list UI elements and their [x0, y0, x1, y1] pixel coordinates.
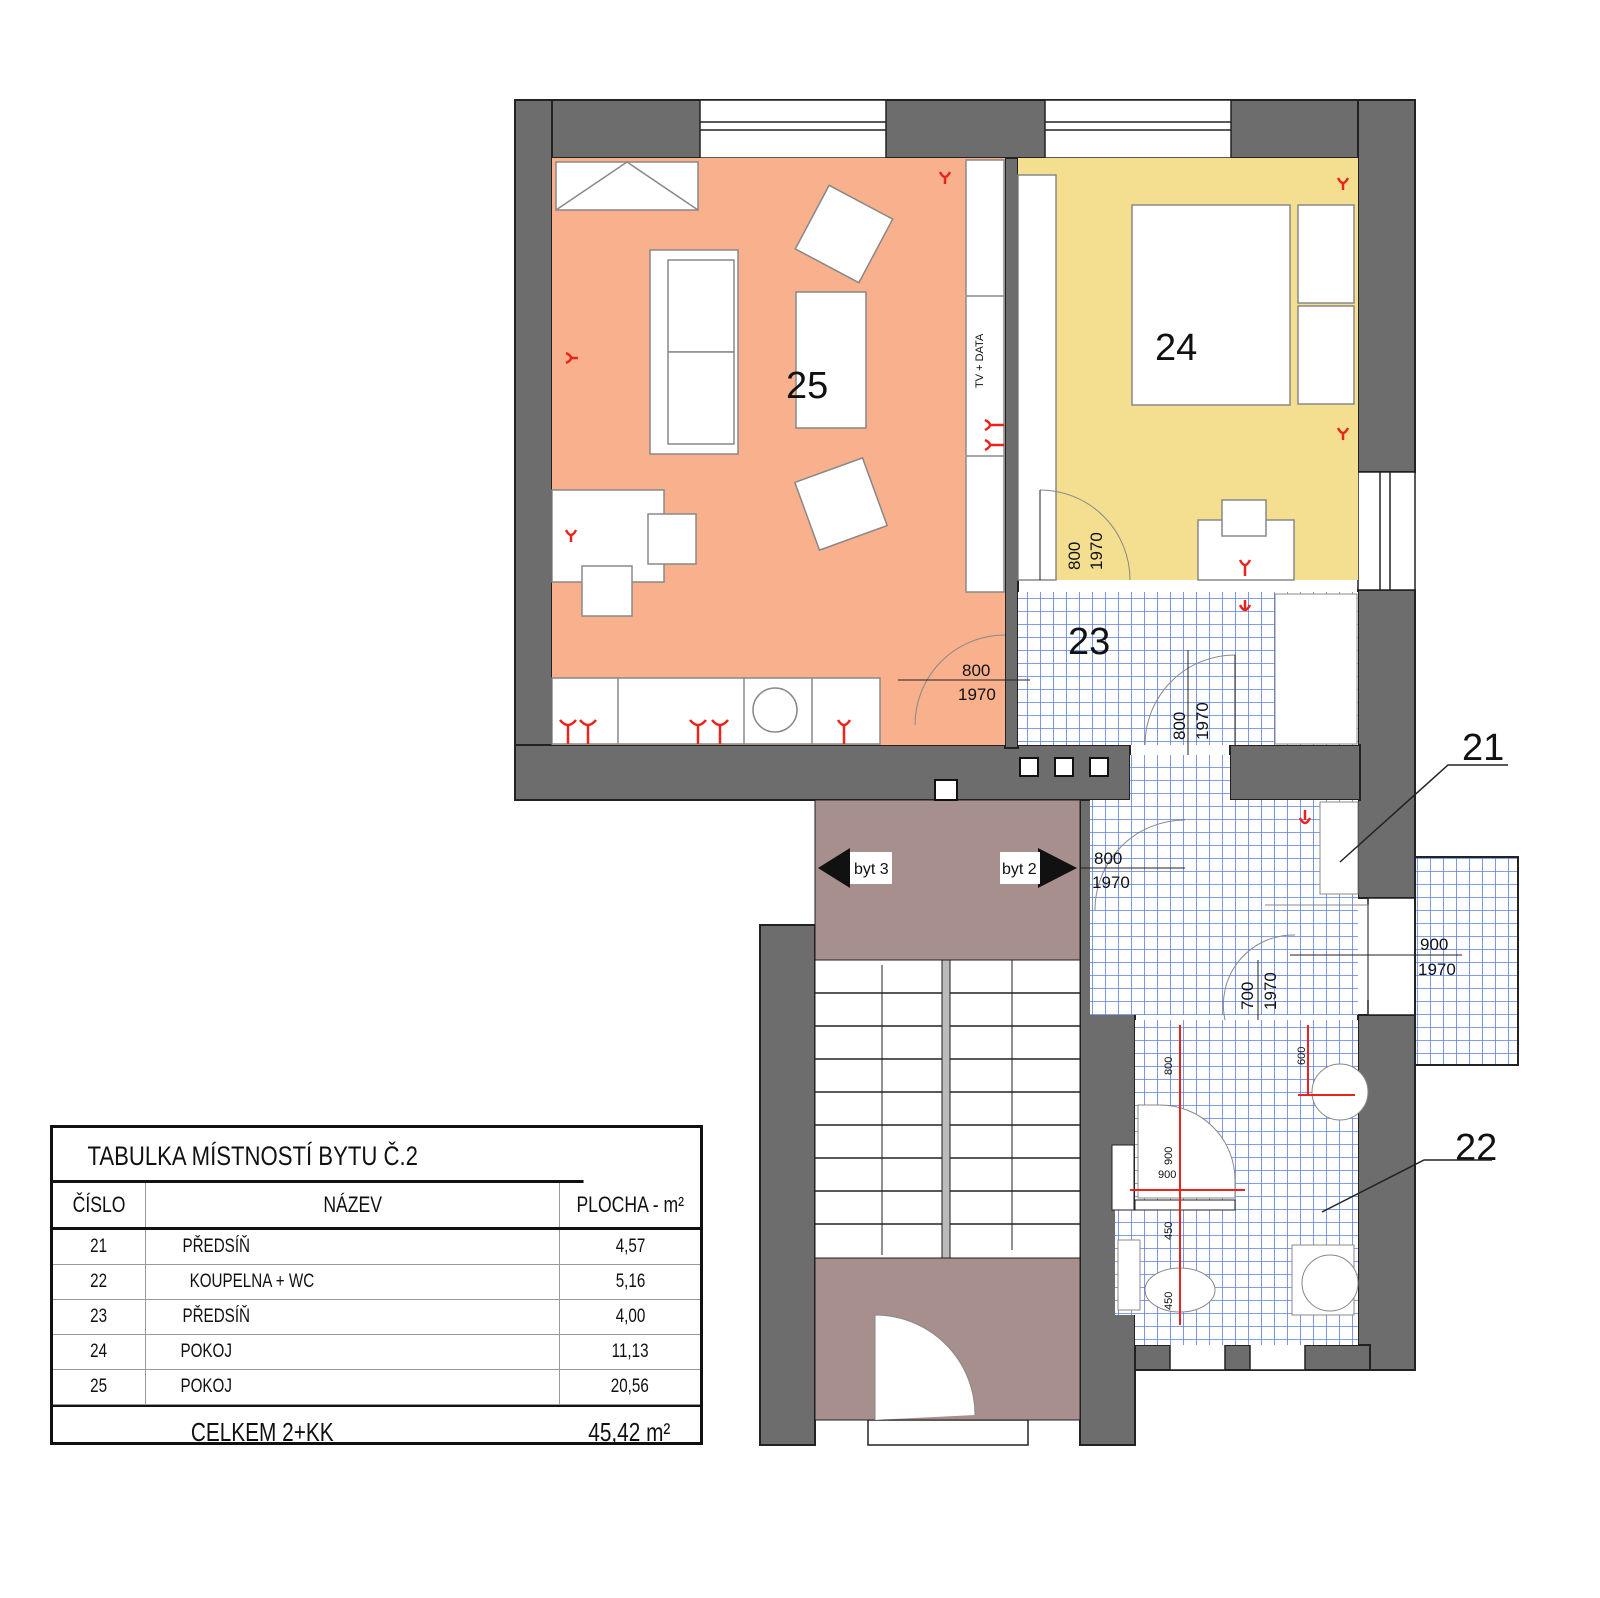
room-number-25: 25 [786, 365, 828, 407]
door-height-label: 1970 [958, 685, 996, 704]
header-area: PLOCHA - m² [576, 1192, 684, 1217]
room-name: POKOJ [180, 1376, 232, 1397]
header-number: ČÍSLO [72, 1192, 126, 1217]
table-total-row: CELKEM 2+KK 45,42 m² [53, 1405, 700, 1457]
table-row: 24 POKOJ 11,13 [53, 1335, 700, 1370]
header-name: NÁZEV [323, 1192, 382, 1217]
dimension-label: 900 [1163, 1147, 1175, 1165]
room-area: 20,56 [610, 1376, 650, 1397]
room-number-23: 23 [1068, 621, 1110, 663]
table-row: 22 KOUPELNA + WC 5,16 [53, 1265, 700, 1300]
arrow-left-icon [818, 848, 850, 888]
room-number-24: 24 [1155, 327, 1197, 369]
room-number: 22 [90, 1271, 108, 1292]
door-height-label: 1970 [1261, 972, 1280, 1010]
table-row: 23 PŘEDSÍŇ 4,00 [53, 1300, 700, 1335]
door-height-label: 1970 [1092, 873, 1130, 892]
room-name: PŘEDSÍŇ [182, 1306, 251, 1327]
room-25: 25 TV + DATA [551, 158, 1005, 745]
tv-data-label: TV + DATA [974, 333, 986, 388]
door-height-label: 1970 [1418, 960, 1456, 979]
balcony: 900 1970 [1265, 856, 1519, 1066]
table-header: ČÍSLO NÁZEV PLOCHA - m² [53, 1183, 700, 1230]
staircase: byt 3 byt 2 [814, 799, 1081, 1421]
room-area: 11,13 [611, 1341, 649, 1362]
apartment-3-label: byt 3 [854, 861, 889, 878]
room-area: 4,00 [615, 1306, 645, 1327]
dimension-label: 450 [1163, 1292, 1175, 1310]
door-height-label: 1970 [1193, 702, 1212, 740]
room-name: PŘEDSÍŇ [182, 1236, 251, 1257]
room-number: 25 [90, 1376, 108, 1397]
room-21: 800 1970 21 700 1970 [1070, 727, 1508, 1030]
arrow-right-icon [1038, 848, 1077, 888]
room-area: 5,16 [615, 1271, 645, 1292]
table-row: 21 PŘEDSÍŇ 4,57 [53, 1230, 700, 1265]
dimension-label: 450 [1163, 1222, 1175, 1240]
door-width-label: 900 [1420, 935, 1448, 954]
room-number-21: 21 [1462, 727, 1504, 769]
outlet-icons [559, 171, 1350, 825]
table-title: TABULKA MÍSTNOSTÍ BYTU Č.2 [53, 1128, 584, 1183]
door-width-label: 800 [1170, 712, 1189, 740]
apartment-2-label: byt 2 [1002, 861, 1037, 878]
room-number: 23 [90, 1306, 108, 1327]
door-width-label: 800 [1094, 849, 1122, 868]
room-number: 21 [90, 1236, 108, 1257]
total-label: CELKEM 2+KK [190, 1416, 334, 1447]
room-name: POKOJ [180, 1341, 232, 1362]
room-24: 24 800 1970 [1017, 158, 1358, 581]
door-width-label: 800 [1065, 542, 1084, 570]
door-width-label: 800 [962, 661, 990, 680]
dimension-label: 600 [1296, 1047, 1308, 1065]
total-area: 45,42 m² [588, 1416, 671, 1447]
room-number-22: 22 [1455, 1127, 1497, 1169]
door-width-label: 700 [1238, 982, 1257, 1010]
room-22: 800 600 900 900 450 450 22 [1111, 1020, 1497, 1345]
door-height-label: 1970 [1087, 532, 1106, 570]
room-area: 4,57 [615, 1236, 645, 1257]
ventilation-shafts [934, 757, 1109, 801]
table-row: 25 POKOJ 20,56 [53, 1370, 700, 1405]
dimension-label: 900 [1158, 1169, 1176, 1181]
dimension-label: 800 [1163, 1057, 1175, 1075]
room-table: TABULKA MÍSTNOSTÍ BYTU Č.2 ČÍSLO NÁZEV P… [50, 1125, 703, 1447]
room-23: 23 800 1970 800 1970 [898, 592, 1358, 770]
room-name: KOUPELNA + WC [189, 1271, 315, 1292]
room-number: 24 [90, 1341, 108, 1362]
